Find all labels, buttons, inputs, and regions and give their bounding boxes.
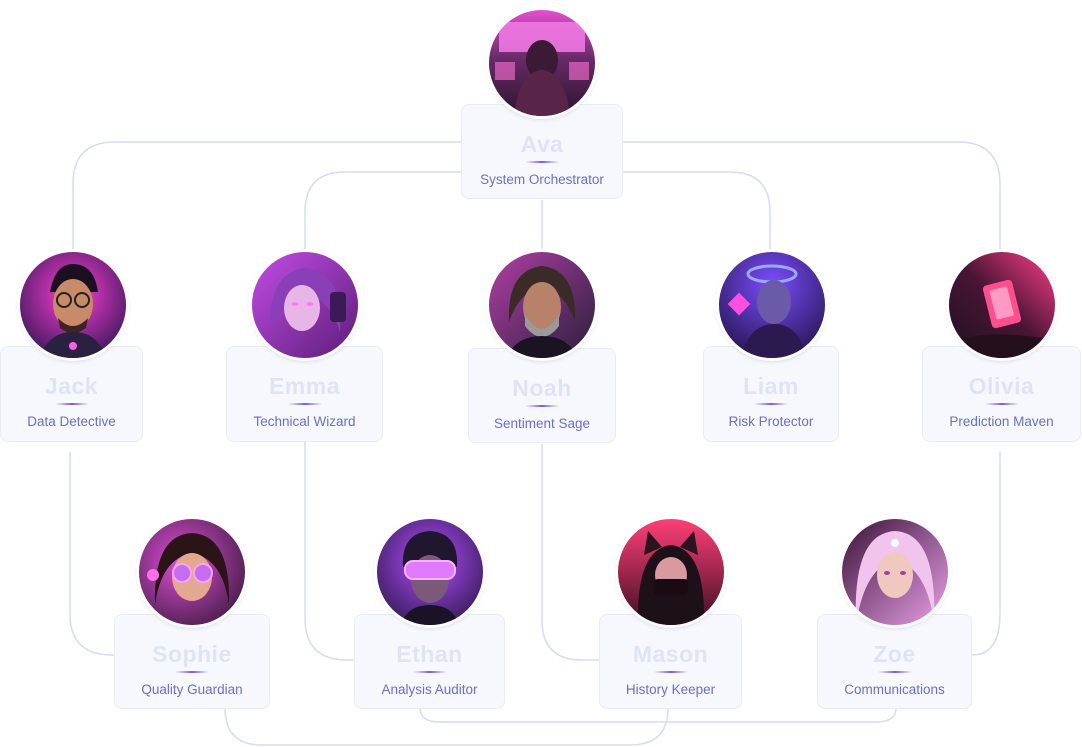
agent-name: Emma <box>268 373 341 399</box>
agent-name: Sophie <box>152 641 232 667</box>
agent-role: Sentiment Sage <box>493 416 591 431</box>
agent-name: Zoe <box>873 641 916 667</box>
glowing-device-avatar[interactable] <box>949 252 1055 358</box>
agent-card-mason[interactable]: Mason History Keeper <box>599 614 742 709</box>
agent-role: Analysis Auditor <box>381 682 478 697</box>
bearded-man-avatar[interactable] <box>489 252 595 358</box>
man-with-glasses-avatar[interactable] <box>20 252 126 358</box>
agent-card-emma[interactable]: Emma Technical Wizard <box>226 346 383 442</box>
agent-role: Prediction Maven <box>949 414 1054 429</box>
agent-card-ava[interactable]: Ava System Orchestrator <box>461 104 623 199</box>
divider <box>54 403 89 405</box>
cat-eared-hood-avatar[interactable] <box>618 519 724 625</box>
divider <box>412 671 447 673</box>
divider <box>525 405 559 407</box>
agent-card-sophie[interactable]: Sophie Quality Guardian <box>114 614 270 709</box>
girl-with-round-glasses-avatar[interactable] <box>139 519 245 625</box>
agent-role: Communications <box>844 682 945 697</box>
man-with-visor-avatar[interactable] <box>377 519 483 625</box>
agent-card-noah[interactable]: Noah Sentiment Sage <box>468 348 616 443</box>
cyborg-with-halo-avatar[interactable] <box>719 252 825 358</box>
agent-card-liam[interactable]: Liam Risk Protector <box>703 346 839 442</box>
agent-role: Data Detective <box>27 414 116 429</box>
divider <box>287 403 322 405</box>
agent-name: Jack <box>44 373 99 399</box>
agent-role: Risk Protector <box>728 414 814 429</box>
agent-role: System Orchestrator <box>480 172 604 187</box>
agent-role: Quality Guardian <box>141 682 243 697</box>
agent-card-ethan[interactable]: Ethan Analysis Auditor <box>354 614 505 709</box>
pink-haired-woman-avatar[interactable] <box>842 519 948 625</box>
agent-role: History Keeper <box>625 682 716 697</box>
agent-name: Liam <box>743 373 799 399</box>
divider <box>525 161 559 163</box>
agent-name: Noah <box>512 375 572 401</box>
purple-haired-woman-avatar[interactable] <box>252 252 358 358</box>
divider <box>984 403 1019 405</box>
agent-card-olivia[interactable]: Olivia Prediction Maven <box>922 346 1081 442</box>
agent-card-zoe[interactable]: Zoe Communications <box>817 614 972 709</box>
agent-name: Olivia <box>968 373 1035 399</box>
cyberpunk-woman-at-monitors-avatar[interactable] <box>489 10 595 116</box>
divider <box>175 671 209 673</box>
divider <box>877 671 912 673</box>
agent-name: Ethan <box>396 641 463 667</box>
agent-name: Mason <box>632 641 709 667</box>
agent-role: Technical Wizard <box>253 414 356 429</box>
agent-name: Ava <box>520 131 564 157</box>
divider <box>653 671 688 673</box>
agent-card-jack[interactable]: Jack Data Detective <box>0 346 143 442</box>
divider <box>754 403 788 405</box>
